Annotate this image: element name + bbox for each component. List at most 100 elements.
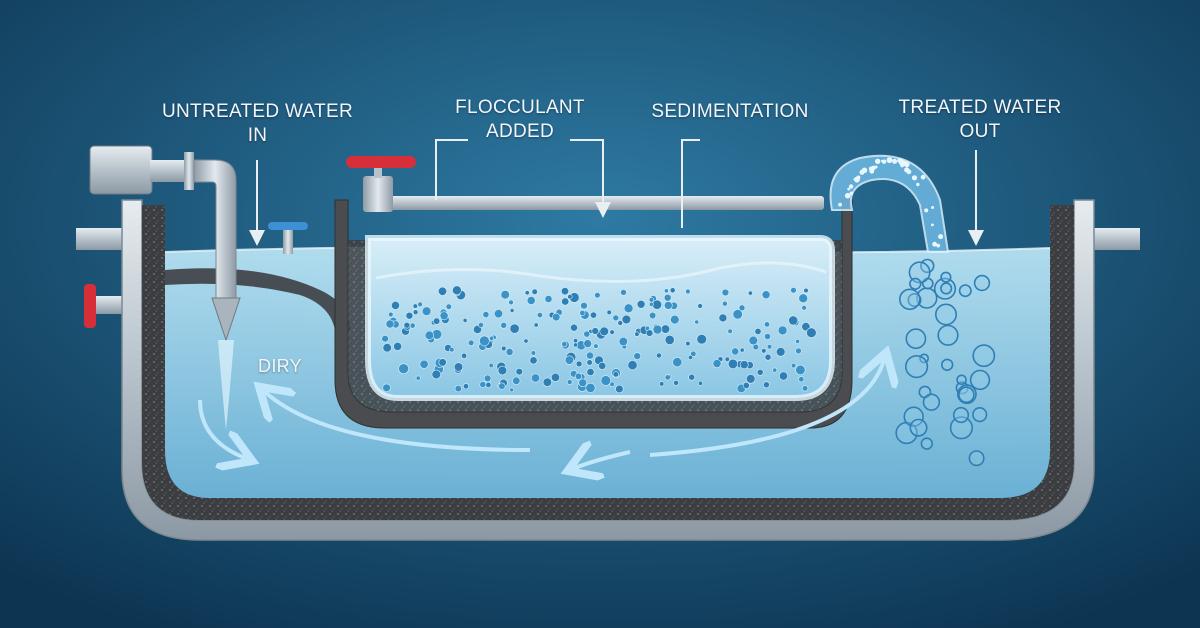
floc-particle	[764, 353, 772, 361]
floc-particle	[795, 338, 800, 344]
floc-particle	[591, 327, 599, 335]
floc-particle	[415, 375, 421, 381]
floc-particle	[648, 297, 655, 303]
floc-particle	[580, 302, 588, 310]
outflow-droplet	[936, 243, 941, 248]
floc-particle	[659, 381, 665, 387]
floc-particle	[633, 352, 642, 360]
floc-particle	[586, 367, 595, 376]
floc-particle	[748, 290, 753, 296]
floc-particle	[566, 379, 573, 385]
floc-particle	[690, 350, 697, 358]
floc-particle	[687, 354, 693, 360]
flocculant-valve-body	[363, 176, 393, 212]
floc-particle	[688, 373, 696, 381]
bubble	[933, 277, 957, 300]
floc-particle	[488, 362, 494, 369]
bubble	[909, 277, 922, 290]
inlet-stub-pipe	[76, 228, 136, 250]
floc-particle	[656, 352, 662, 359]
flocculant-valve-handle	[346, 156, 416, 168]
floc-particle	[756, 368, 764, 376]
floc-particle	[772, 367, 778, 373]
floc-particle	[697, 303, 703, 309]
floc-particle	[649, 301, 654, 307]
outflow-droplet	[838, 202, 842, 207]
flow-arrow-bottom	[575, 452, 631, 468]
bubble	[898, 288, 921, 311]
floc-particle	[533, 322, 539, 328]
floc-particle	[454, 385, 462, 393]
floc-particle	[634, 331, 640, 337]
floc-particle	[672, 357, 683, 368]
floc-particle	[798, 293, 809, 304]
floc-particle	[385, 319, 395, 329]
bubble	[908, 261, 931, 284]
bubble	[958, 284, 972, 298]
bubble	[903, 406, 924, 427]
floc-particle	[742, 381, 750, 389]
floc-particle	[424, 330, 435, 340]
floc-particle	[712, 359, 722, 368]
floc-particles	[381, 285, 817, 394]
floc-particle	[764, 333, 771, 340]
bubble	[972, 407, 988, 423]
floc-particle	[579, 309, 586, 316]
floc-particle	[606, 309, 612, 316]
floc-particle	[509, 387, 514, 393]
floc-particle	[453, 362, 464, 372]
floc-particle	[761, 290, 771, 300]
floc-particle	[393, 341, 402, 351]
floc-particle	[617, 320, 624, 326]
floc-particle	[685, 341, 691, 347]
floc-particle	[775, 347, 786, 357]
floc-particle	[645, 329, 654, 337]
floc-particle	[542, 377, 553, 387]
floc-particle	[583, 339, 593, 348]
floc-particle	[731, 347, 740, 356]
floc-particle	[574, 372, 583, 381]
floc-particle	[790, 287, 797, 294]
floc-particle	[724, 356, 730, 362]
floc-particle	[795, 364, 806, 376]
outflow-droplet	[868, 166, 874, 172]
floc-particle	[431, 369, 441, 380]
floc-particle	[599, 326, 609, 337]
floc-particle	[652, 324, 663, 335]
floc-particle	[433, 317, 441, 325]
bubble	[905, 328, 927, 350]
floc-particle	[505, 347, 514, 356]
floc-particle	[766, 344, 773, 350]
label-treated-line1: TREATED WATER	[898, 97, 1062, 118]
label-dirty-text: DIRY	[258, 356, 302, 376]
bubble	[909, 418, 928, 437]
floc-particle	[575, 360, 583, 368]
floc-particle	[515, 368, 523, 376]
floc-particle	[801, 385, 809, 392]
floc-particle	[621, 314, 632, 325]
floc-particle	[609, 329, 615, 335]
floc-particle	[648, 311, 657, 320]
bubble	[937, 324, 959, 346]
treated-water-outflow	[829, 154, 950, 253]
pump-housing	[89, 145, 153, 195]
outflow-droplets	[838, 157, 944, 248]
floc-particle	[748, 335, 758, 346]
floc-particle	[567, 294, 573, 300]
bubble	[952, 406, 970, 424]
outflow-droplet	[938, 234, 944, 240]
outflow-droplet	[844, 192, 851, 199]
floc-particle	[561, 341, 568, 348]
floc-particle	[445, 303, 452, 310]
floc-particle	[498, 382, 506, 390]
floc-particle	[462, 383, 469, 390]
floc-particle	[788, 315, 799, 326]
floc-particle	[598, 361, 607, 370]
label-flocculant-line2: ADDED	[485, 121, 554, 142]
inlet-nozzle	[211, 297, 241, 342]
floc-particle	[620, 289, 627, 296]
floc-particle	[696, 334, 707, 345]
floc-particle	[570, 323, 578, 332]
